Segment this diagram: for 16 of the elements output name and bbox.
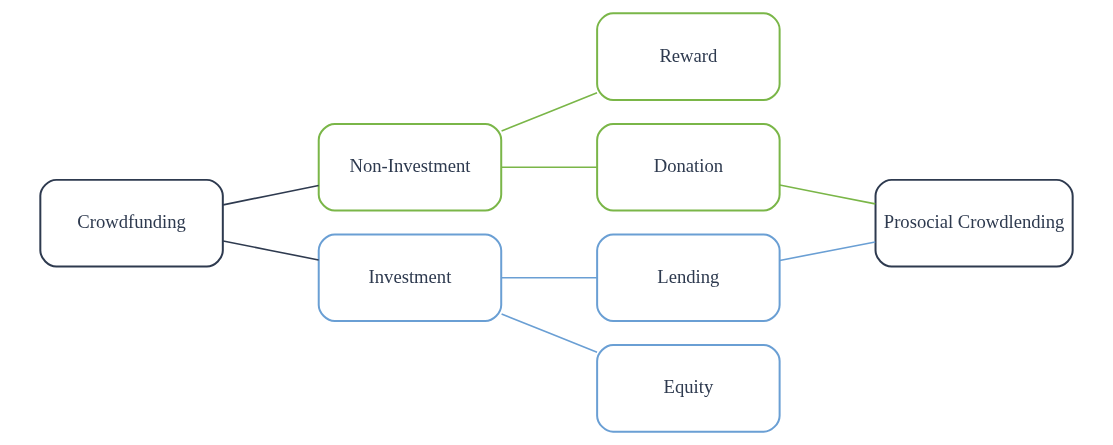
node-box: Donation (596, 122, 781, 212)
node-box: Non-Investment (317, 122, 503, 212)
node-box: Lending (596, 233, 781, 323)
connector (778, 184, 876, 205)
connector (500, 166, 598, 168)
node-box: Prosocial Crowdlending (874, 178, 1074, 268)
node-box: Equity (596, 344, 781, 433)
connector (222, 240, 320, 261)
node-box: Investment (317, 233, 503, 323)
connector (500, 91, 598, 132)
node-box: Crowdfunding (39, 178, 224, 268)
node-box: Reward (596, 12, 781, 101)
connector (500, 313, 598, 354)
connector (222, 184, 320, 206)
connector (500, 276, 598, 279)
connector (778, 241, 876, 262)
